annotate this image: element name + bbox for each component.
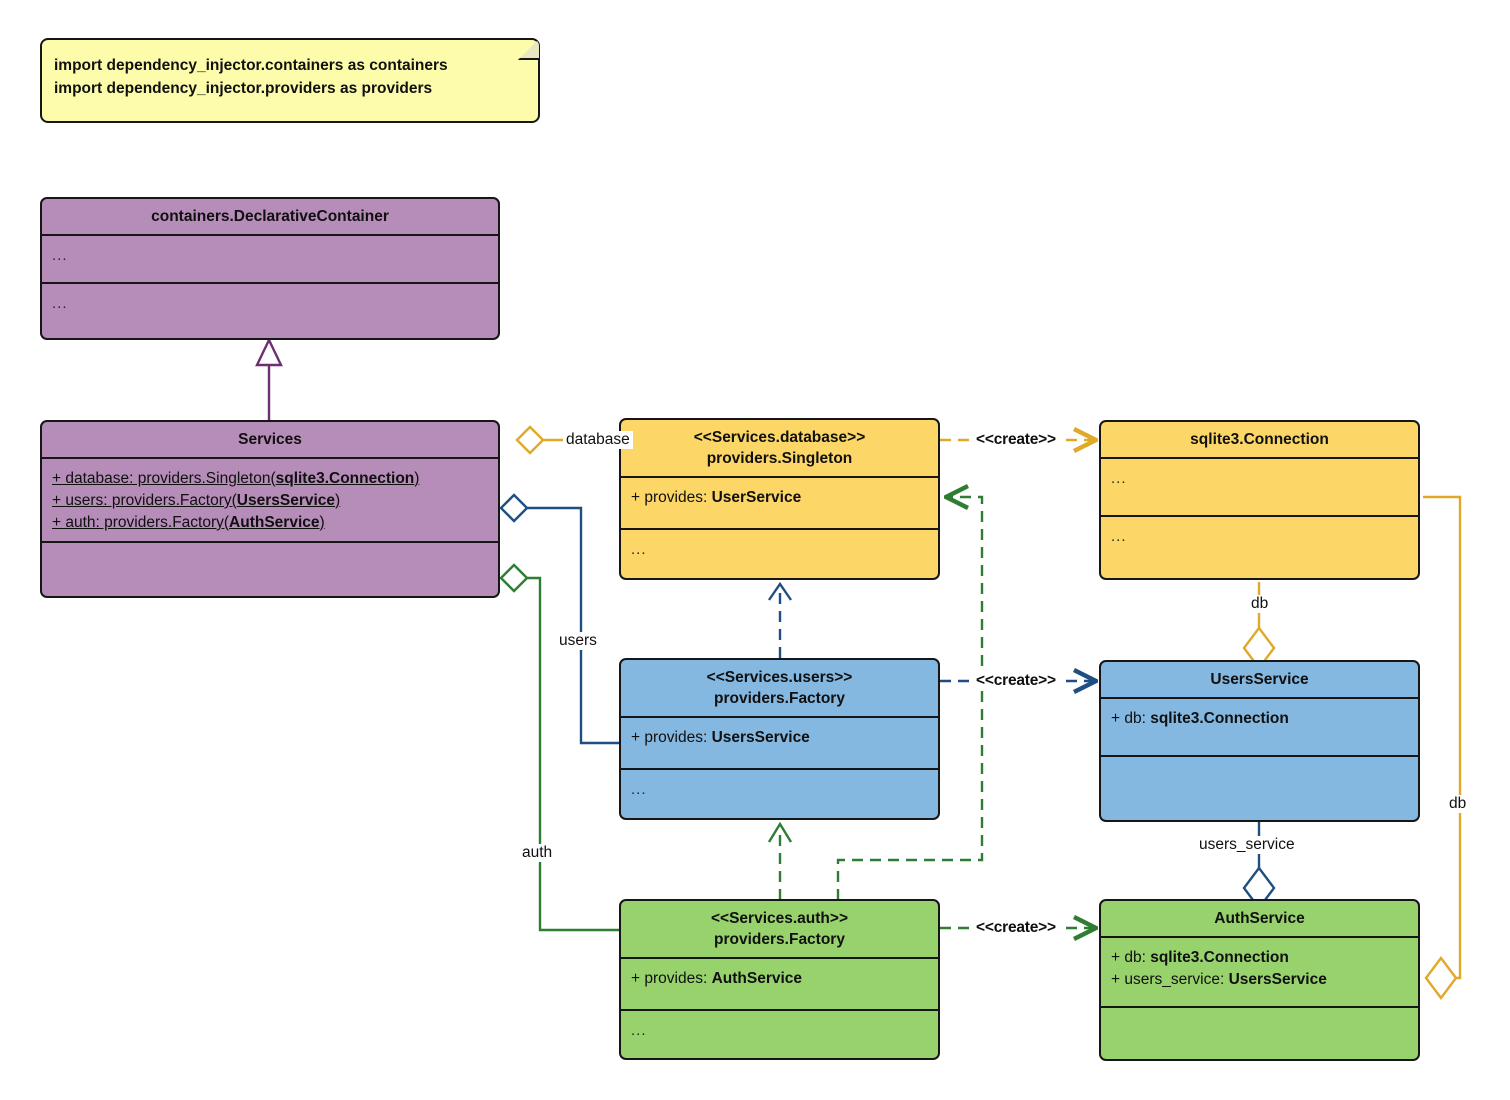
edge-connection-db-authservice [1423,495,1462,1000]
class-box-sqlite3-connection[interactable]: sqlite3.Connection ... ... [1099,420,1420,580]
edge-label-db-users: db [1248,595,1272,613]
attribute-provides: + provides: UsersService [631,729,810,746]
class-methods-declarative-container: ... [42,282,498,332]
stereotype-services-database: <<Services.database>> [693,429,866,446]
imports-note: import dependency_injector.containers as… [40,38,540,123]
edge-usersservice-to-authservice [1242,822,1276,910]
method-ellipsis: ... [631,541,647,558]
class-attributes-declarative-container: ... [42,234,498,282]
edge-services-users [499,493,619,745]
class-title-services: Services [238,431,302,448]
class-box-users-service[interactable]: UsersService + db: sqlite3.Connection [1099,660,1420,822]
method-ellipsis: ... [631,781,647,798]
class-box-services[interactable]: Services + database: providers.Singleton… [40,420,500,598]
class-attributes-sqlite3-connection: ... [1101,457,1418,515]
class-title-declarative-container: containers.DeclarativeContainer [151,208,389,225]
class-box-services-database[interactable]: <<Services.database>> providers.Singleto… [619,418,940,580]
class-title-services-database: <<Services.database>> providers.Singleto… [621,420,938,476]
class-box-auth-service[interactable]: AuthService + db: sqlite3.Connection + u… [1099,899,1420,1061]
class-attributes-services-users: + provides: UsersService [621,716,938,768]
class-title-services-users: <<Services.users>> providers.Factory [621,660,938,716]
classname-providers-factory: providers.Factory [714,690,845,707]
edge-label-auth: auth [519,844,556,862]
edge-label-create-auth: <<create>> [973,919,1059,937]
class-attributes-services-database: + provides: UserService [621,476,938,528]
class-box-declarative-container[interactable]: containers.DeclarativeContainer ... ... [40,197,500,340]
edge-services-auth [499,563,619,932]
class-attributes-auth-service: + db: sqlite3.Connection + users_service… [1101,936,1418,1006]
attribute-provides: + provides: AuthService [631,970,803,987]
attribute-provides: + provides: UserService [631,489,802,506]
attribute-ellipsis: ... [1111,470,1127,487]
method-ellipsis: ... [52,295,68,312]
class-title-auth-service: AuthService [1214,910,1305,927]
classname-providers-singleton: providers.Singleton [706,450,853,467]
class-title-services-auth: <<Services.auth>> providers.Factory [621,901,938,957]
attribute-db: + db: sqlite3.Connection [1111,949,1289,966]
attribute-database: + database: providers.Singleton(sqlite3.… [52,470,420,487]
method-ellipsis: ... [1111,528,1127,545]
edge-auth-depends-users [767,821,793,900]
class-methods-sqlite3-connection: ... [1101,515,1418,577]
class-methods-services [42,541,498,582]
edge-label-users-service: users_service [1196,836,1298,854]
attribute-db: + db: sqlite3.Connection [1111,710,1289,727]
attribute-users: + users: providers.Factory(UsersService) [52,492,341,509]
class-methods-services-database: ... [621,528,938,578]
class-attributes-services-auth: + provides: AuthService [621,957,938,1009]
edge-users-depends-database [768,581,792,658]
edge-label-db-auth: db [1446,795,1470,813]
class-box-services-users[interactable]: <<Services.users>> providers.Factory + p… [619,658,940,820]
stereotype-services-users: <<Services.users>> [706,669,853,686]
edge-label-create-database: <<create>> [973,431,1059,449]
class-attributes-services: + database: providers.Singleton(sqlite3.… [42,457,498,541]
classname-providers-factory: providers.Factory [714,931,845,948]
attribute-auth: + auth: providers.Factory(AuthService) [52,514,325,531]
edge-label-database: database [563,431,633,449]
attribute-users-service: + users_service: UsersService [1111,971,1327,988]
method-ellipsis: ... [631,1022,647,1039]
class-title-users-service: UsersService [1210,671,1309,688]
edge-services-inherits-declarativecontainer [255,337,283,420]
class-methods-services-auth: ... [621,1009,938,1058]
class-box-services-auth[interactable]: <<Services.auth>> providers.Factory + pr… [619,899,940,1060]
note-line-1: import dependency_injector.containers as… [54,57,448,74]
edge-label-users: users [556,632,600,650]
edge-label-create-users: <<create>> [973,672,1059,690]
class-methods-auth-service [1101,1006,1418,1054]
class-methods-users-service [1101,755,1418,815]
class-methods-services-users: ... [621,768,938,818]
class-title-sqlite3-connection: sqlite3.Connection [1190,431,1329,448]
attribute-ellipsis: ... [52,247,68,264]
stereotype-services-auth: <<Services.auth>> [710,910,848,927]
class-attributes-users-service: + db: sqlite3.Connection [1101,697,1418,755]
note-line-2: import dependency_injector.providers as … [54,80,433,97]
